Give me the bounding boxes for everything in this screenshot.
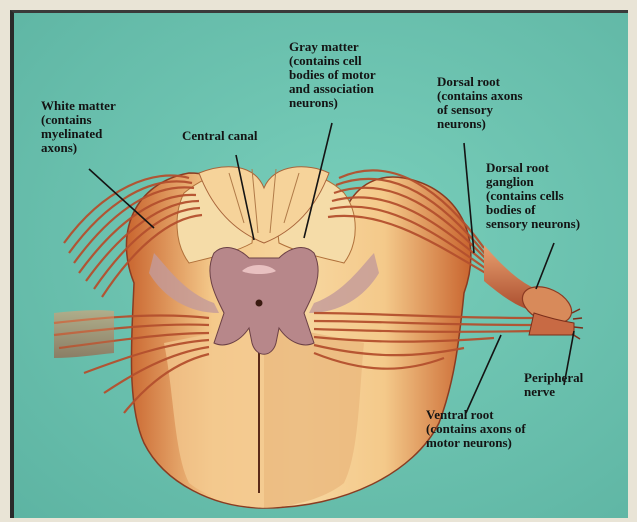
- label-dorsal-root: Dorsal root (contains axons of sensory n…: [437, 75, 523, 131]
- figure-panel: White matter (contains myelinated axons)…: [10, 10, 628, 518]
- label-dorsal-root-ganglion: Dorsal root ganglion (contains cells bod…: [486, 161, 580, 231]
- label-gray-matter: Gray matter (contains cell bodies of mot…: [289, 40, 376, 110]
- label-central-canal: Central canal: [182, 129, 257, 143]
- label-ventral-root: Ventral root (contains axons of motor ne…: [426, 408, 526, 450]
- label-peripheral-nerve: Peripheral nerve: [524, 371, 583, 399]
- label-white-matter: White matter (contains myelinated axons): [41, 99, 116, 155]
- central-canal-hole: [256, 300, 263, 307]
- left-nerve-stump: [54, 310, 114, 358]
